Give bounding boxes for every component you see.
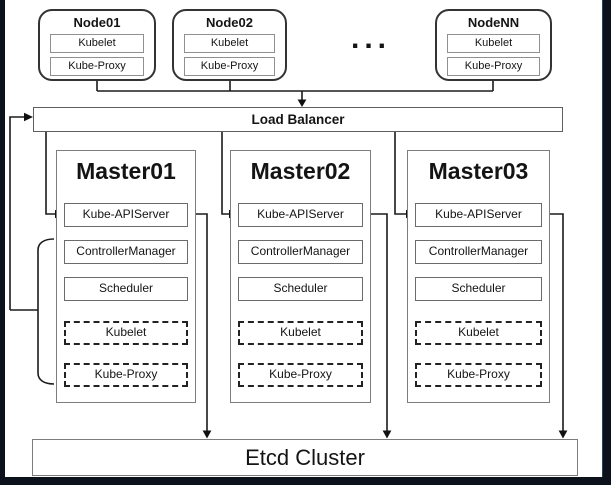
component-kube-proxy: Kube-Proxy xyxy=(415,363,542,387)
arrowhead-down-icon xyxy=(558,430,568,439)
arrowhead-down-icon xyxy=(382,430,392,439)
master-title: Master03 xyxy=(428,158,529,184)
etcd-cluster-label: Etcd Cluster xyxy=(245,444,365,470)
nodes-to-loadbalancer-connector xyxy=(96,81,494,107)
node-title: Node02 xyxy=(206,15,253,30)
component-controllermanager: ControllerManager xyxy=(64,240,188,264)
load-balancer-label: Load Balancer xyxy=(251,112,345,127)
master-box-master03: Master03 Kube-APIServer ControllerManage… xyxy=(407,150,550,403)
screen-edge-highlight xyxy=(602,0,603,477)
arrowhead-down-icon xyxy=(297,99,307,107)
master-title: Master01 xyxy=(76,158,176,184)
node-component-kubelet: Kubelet xyxy=(50,34,144,53)
node-component-kube-proxy: Kube-Proxy xyxy=(184,57,275,76)
component-kube-apiserver: Kube-APIServer xyxy=(64,203,188,227)
component-kube-apiserver: Kube-APIServer xyxy=(415,203,542,227)
component-kubelet: Kubelet xyxy=(64,321,188,345)
arrowhead-right-icon xyxy=(24,112,33,122)
node-component-kubelet: Kubelet xyxy=(447,34,540,53)
node-component-kube-proxy: Kube-Proxy xyxy=(447,57,540,76)
node-title: Node01 xyxy=(73,15,121,30)
arrowhead-down-icon xyxy=(202,430,212,439)
component-kube-apiserver: Kube-APIServer xyxy=(238,203,363,227)
component-scheduler: Scheduler xyxy=(238,277,363,301)
component-kube-proxy: Kube-Proxy xyxy=(238,363,363,387)
node-box-nodenn: NodeNN Kubelet Kube-Proxy xyxy=(435,9,552,81)
master-box-master01: Master01 Kube-APIServer ControllerManage… xyxy=(56,150,196,403)
node-component-kubelet: Kubelet xyxy=(184,34,275,53)
masters-to-loadbalancer-feedback-connector xyxy=(9,112,55,385)
component-kubelet: Kubelet xyxy=(238,321,363,345)
component-kubelet: Kubelet xyxy=(415,321,542,345)
component-controllermanager: ControllerManager xyxy=(415,240,542,264)
master-box-master02: Master02 Kube-APIServer ControllerManage… xyxy=(230,150,371,403)
load-balancer-box: Load Balancer xyxy=(33,107,563,132)
master-title: Master02 xyxy=(250,158,351,184)
node-box-node01: Node01 Kubelet Kube-Proxy xyxy=(38,9,156,81)
component-kube-proxy: Kube-Proxy xyxy=(64,363,188,387)
node-title: NodeNN xyxy=(467,15,520,30)
etcd-cluster-box: Etcd Cluster xyxy=(32,439,578,476)
node-box-node02: Node02 Kubelet Kube-Proxy xyxy=(172,9,287,81)
more-nodes-ellipsis: ... xyxy=(350,22,391,55)
component-scheduler: Scheduler xyxy=(64,277,188,301)
node-component-kube-proxy: Kube-Proxy xyxy=(50,57,144,76)
master2-apiserver-to-etcd-connector xyxy=(364,213,392,439)
component-scheduler: Scheduler xyxy=(415,277,542,301)
component-controllermanager: ControllerManager xyxy=(238,240,363,264)
